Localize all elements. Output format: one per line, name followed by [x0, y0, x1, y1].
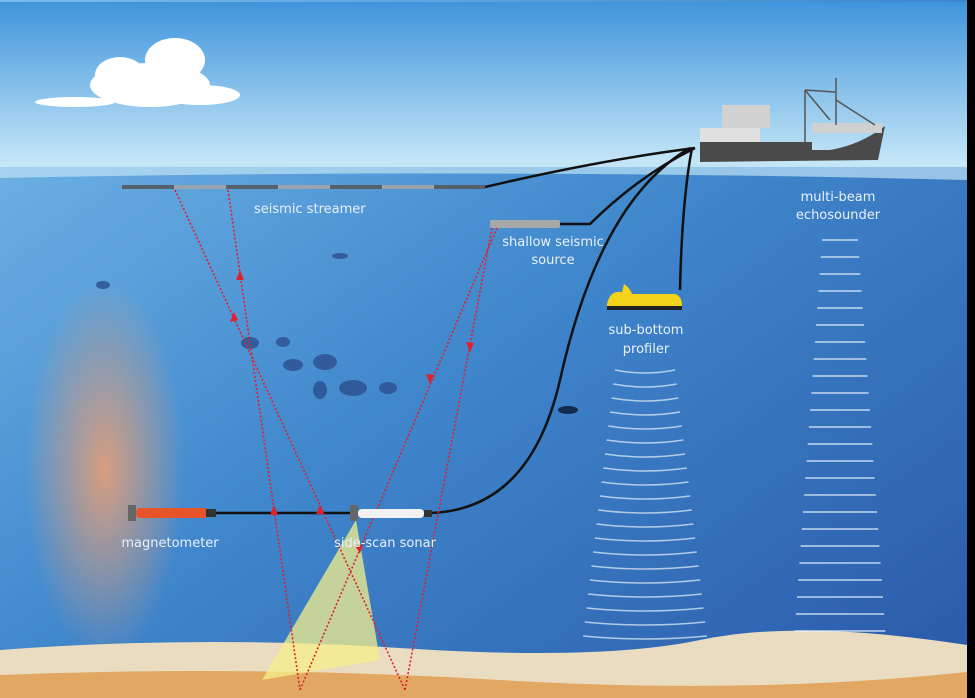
sub-bottom-profiler: [607, 284, 682, 310]
profiler-pulse: [596, 523, 694, 528]
profiler-pulse: [603, 467, 687, 472]
sonar-beam: [262, 520, 380, 680]
seabed-sediment: [0, 671, 967, 698]
frame-edge: [967, 0, 975, 698]
label-side-scan-sonar: side-scan sonar: [334, 536, 437, 551]
shallow-seismic-source: [490, 220, 560, 228]
label-sub-bottom-profiler-2: profiler: [623, 342, 670, 357]
profiler-pulse: [583, 635, 707, 640]
label-multibeam-2: echosounder: [796, 208, 881, 223]
profiler-pulse: [614, 369, 676, 374]
profiler-pulse: [593, 551, 697, 556]
sub-bottom-waves: [583, 369, 707, 640]
label-seismic-streamer: seismic streamer: [254, 202, 366, 217]
seismic-streamer: [122, 185, 485, 189]
profiler-pulse: [591, 565, 699, 570]
multibeam-waves: [794, 239, 886, 632]
profiler-pulse: [588, 593, 702, 598]
profiler-pulse: [609, 411, 681, 416]
profiler-pulse: [611, 397, 679, 402]
fish-school: [96, 253, 397, 399]
profiler-pulse: [604, 453, 686, 458]
tow-cables: [215, 146, 696, 515]
profiler-pulse: [584, 621, 706, 626]
cloud: [35, 38, 240, 107]
side-scan-sonar: [350, 505, 432, 521]
profiler-pulse: [586, 607, 704, 612]
ray-arrows: [230, 270, 474, 553]
profiler-pulse: [598, 509, 692, 514]
profiler-pulse: [608, 425, 682, 430]
label-shallow-seismic-source-2: source: [531, 253, 574, 268]
profiler-pulse: [589, 579, 701, 584]
survey-ship: [700, 78, 885, 162]
label-magnetometer: magnetometer: [121, 536, 219, 551]
profiler-pulse: [599, 495, 691, 500]
label-shallow-seismic-source-1: shallow seismic: [502, 235, 604, 250]
profiler-pulse: [613, 383, 677, 388]
horizon: [0, 162, 967, 180]
label-sub-bottom-profiler-1: sub-bottom: [609, 323, 684, 338]
label-multibeam-1: multi-beam: [801, 190, 876, 205]
magnetometer: [128, 505, 216, 521]
profiler-pulse: [601, 481, 689, 486]
magnetic-field-glow: [25, 280, 185, 660]
profiler-pulse: [606, 439, 684, 444]
fish-icon: [558, 406, 578, 414]
profiler-pulse: [594, 537, 696, 542]
